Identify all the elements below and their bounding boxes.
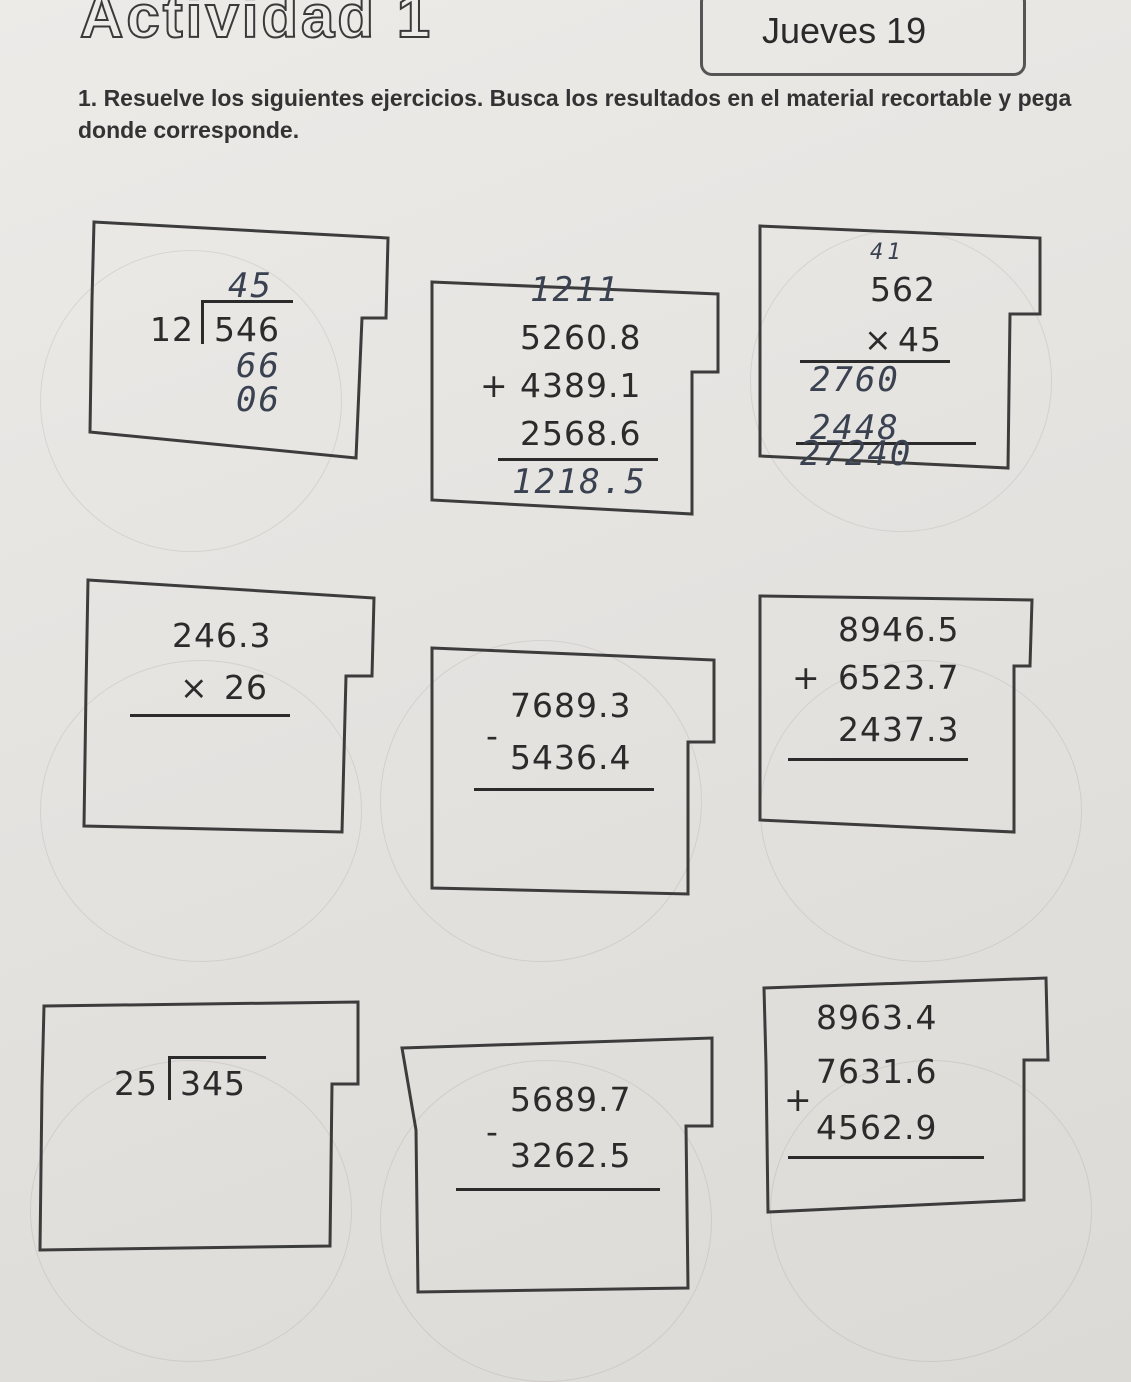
background-circle [40,660,362,962]
frame-add3 [762,976,1050,1214]
add3-result-line [788,1156,984,1159]
add1-plus-sign: + [480,366,508,405]
frame-mul2 [82,578,376,834]
div1-divisor: 12 [150,310,194,349]
background-circle [30,1060,352,1362]
add2-operand-c: 2437.3 [838,710,960,749]
sub2-operand-b: 3262.5 [510,1136,632,1175]
date-label: Jueves 19 [762,10,927,51]
add3-operand-b: 7631.6 [816,1052,938,1091]
mul1-result-line [800,360,950,363]
sub2-minus-sign: - [486,1112,498,1151]
mul1-result: 27240 [800,434,913,474]
div1-step1: 66 [236,346,281,386]
add1-result: 1218.5 [512,462,647,502]
mul2-operand-a: 246.3 [172,616,272,655]
frame-sub1 [430,646,716,896]
background-circle [380,640,702,962]
div1-quotient: 45 [228,266,273,306]
sub1-result-line [474,788,654,791]
frame-sub2 [400,1036,714,1294]
frame-mul1 [758,224,1042,470]
div2-bracket-vertical [168,1056,171,1100]
add2-operand-b: 6523.7 [838,658,960,697]
add1-operand-a: 5260.8 [520,318,642,357]
add3-operand-a: 8963.4 [816,998,938,1037]
frame-div1 [88,220,390,460]
add1-carry: 1211 [530,270,620,310]
frame-div2 [38,1000,360,1252]
mul1-operand-b: 45 [898,320,942,359]
add3-operand-c: 4562.9 [816,1108,938,1147]
add2-operand-a: 8946.5 [838,610,960,649]
mul1-carry: 41 [870,240,905,265]
mul2-times-sign: × [180,668,208,707]
background-circle [750,230,1052,532]
add1-operand-b: 4389.1 [520,366,642,405]
activity-title: Actividad 1 [79,0,434,51]
frame-add2 [758,594,1034,834]
mul1-partial-2: 2448 [810,408,900,448]
div2-bracket-horizontal [170,1056,266,1059]
div2-divisor: 25 [114,1064,158,1103]
add1-result-line [498,458,658,461]
instruction-text: 1. Resuelve los siguientes ejercicios. B… [78,85,1072,143]
sub2-operand-a: 5689.7 [510,1080,632,1119]
sub1-operand-b: 5436.4 [510,738,632,777]
mul2-result-line [130,714,290,717]
mul1-sum-line [796,442,976,445]
div1-bracket-vertical [201,300,204,344]
div2-dividend: 345 [180,1064,246,1103]
mul1-partial-1: 2760 [810,360,900,400]
mul1-operand-a: 562 [870,270,936,309]
div1-step2: 06 [236,380,281,420]
date-frame [700,0,1026,76]
sub2-result-line [456,1188,660,1191]
add3-plus-sign: + [784,1080,812,1119]
background-circle [40,250,342,552]
frame-add1 [430,280,720,516]
mul2-operand-b: 26 [224,668,268,707]
add1-operand-c: 2568.6 [520,414,642,453]
div1-dividend: 546 [214,310,280,349]
mul1-times-sign: × [864,320,892,359]
add2-plus-sign: + [792,658,820,697]
add2-result-line [788,758,968,761]
sub1-operand-a: 7689.3 [510,686,632,725]
sub1-minus-sign: - [486,716,498,755]
div1-bracket-horizontal [203,300,293,303]
